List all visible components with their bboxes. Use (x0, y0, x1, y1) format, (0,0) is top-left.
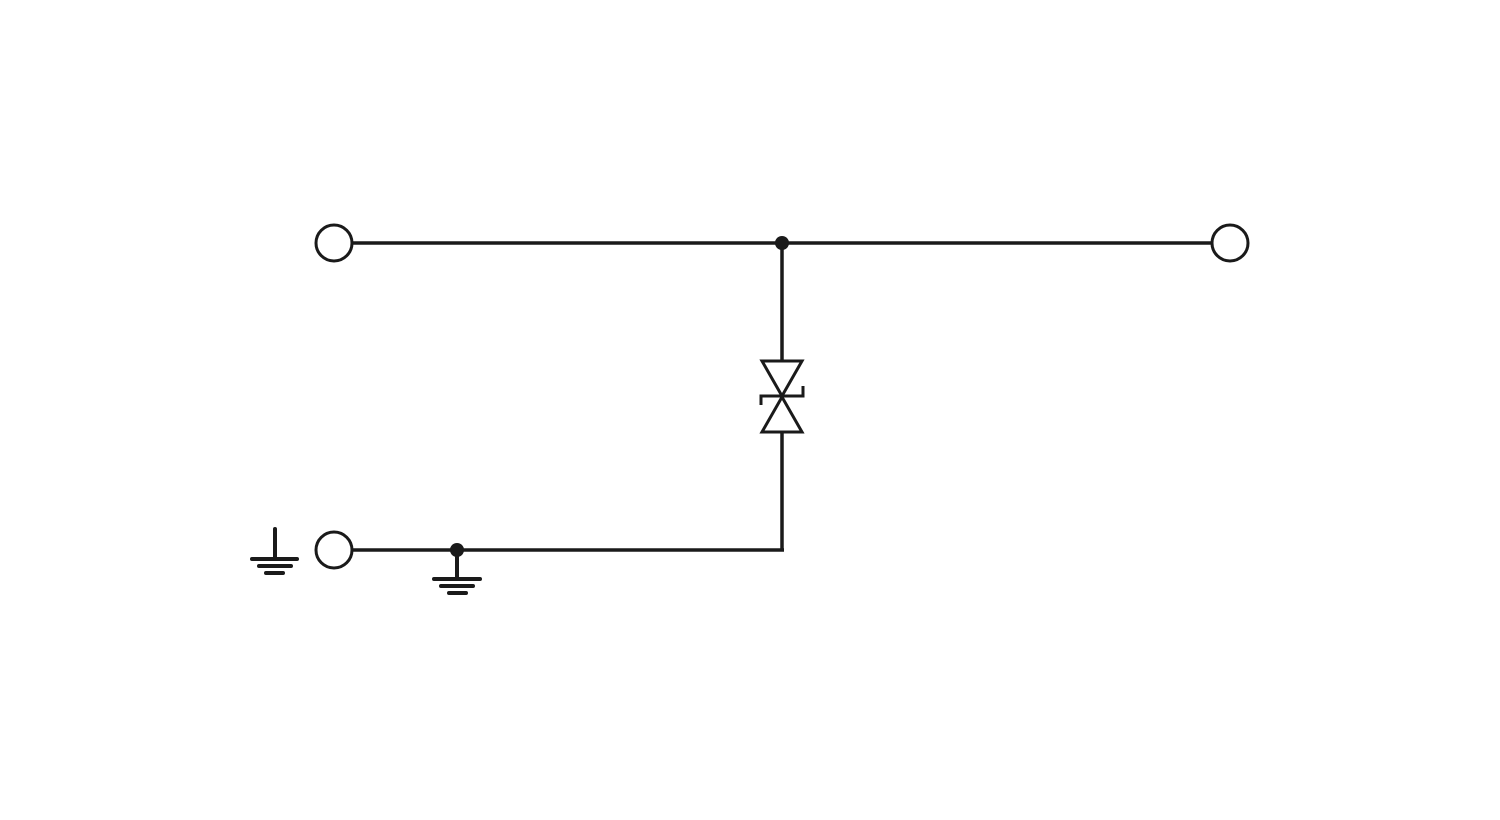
junction-top (775, 236, 789, 250)
terminal-top-right (1210, 223, 1250, 263)
terminal-top-left (314, 223, 354, 263)
tvs-diode (759, 359, 805, 434)
terminal-bottom-left (314, 530, 354, 570)
earth-ground-node-icon (432, 548, 482, 595)
diode-bar (759, 386, 805, 405)
earth-ground-terminal-icon (250, 527, 299, 575)
diode-triangle-lower (759, 393, 805, 434)
diode-triangle-upper (759, 359, 805, 400)
